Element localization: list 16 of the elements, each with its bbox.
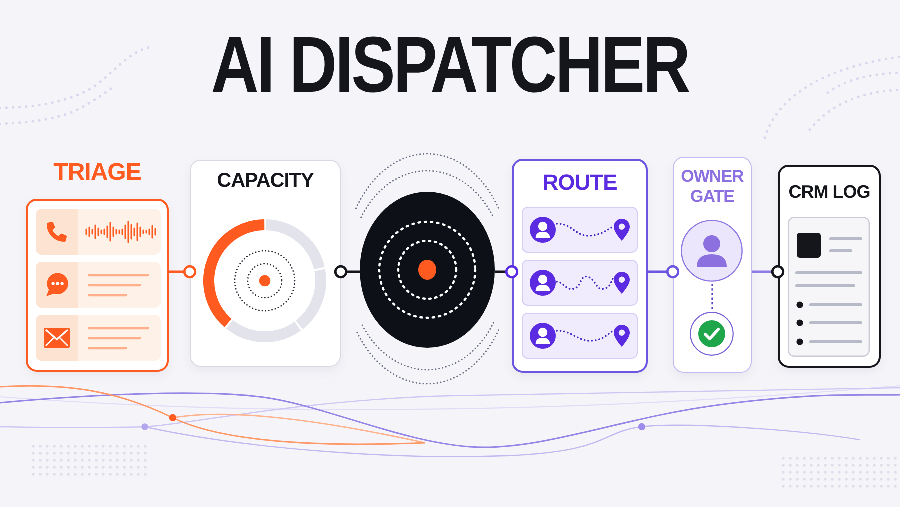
- process-card: [778, 165, 881, 368]
- connector: [334, 265, 360, 279]
- section-heading: ROUTE: [542, 170, 618, 196]
- connector: [169, 265, 197, 279]
- diagram-title: AI DISPATCHER: [211, 25, 689, 104]
- section-heading: OWNER GATE: [680, 167, 745, 206]
- connector: [648, 265, 680, 279]
- process-card: [512, 159, 648, 373]
- connector: [494, 265, 519, 279]
- process-card: [190, 160, 341, 367]
- section-heading: TRIAGE: [54, 159, 142, 187]
- section-heading: CAPACITY: [217, 170, 314, 193]
- target-circle: [360, 192, 495, 348]
- connector: [752, 265, 785, 279]
- process-card: [673, 157, 752, 373]
- section-heading: CRM LOG: [788, 182, 870, 203]
